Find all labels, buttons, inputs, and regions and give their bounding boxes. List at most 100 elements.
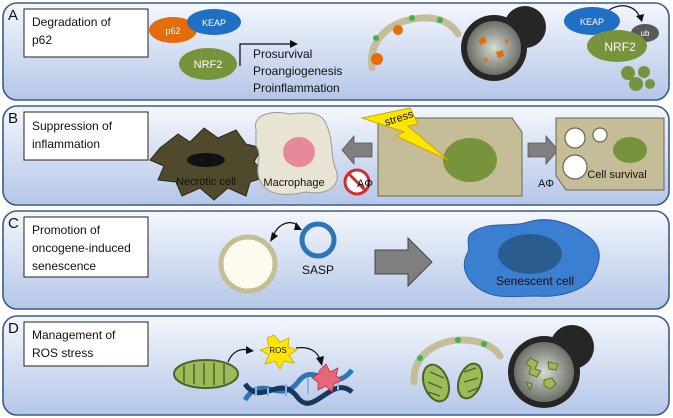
ros-label: ROS: [269, 346, 286, 355]
sasp-arrowhead-left: [270, 232, 278, 242]
autophagosome: [218, 234, 278, 294]
panel-b-title-line1: Suppression of: [32, 119, 113, 133]
sasp-vesicle: [299, 221, 337, 259]
panel-c-title-line2: oncogene-induced: [32, 241, 131, 255]
keap-label-right: KEAP: [580, 17, 604, 27]
lc3-dot: [481, 341, 487, 347]
panel-a-title-line2: p62: [32, 33, 52, 47]
stressed-cell-nucleus: [443, 138, 497, 182]
senescent-cell-nucleus: [498, 234, 562, 274]
mitochondrion: [173, 359, 239, 389]
engulfed-mitochondrion-cristae: [463, 367, 479, 393]
panel-b-title-line2: inflammation: [32, 137, 100, 151]
nrf2-degraded-fragment: [621, 66, 635, 80]
cell-survival-label: Cell survival: [587, 169, 646, 181]
ros-production-arrow: [227, 348, 249, 363]
lc3-dot: [373, 35, 379, 41]
aphi-label: AΦ: [538, 178, 554, 190]
dna-strand: [242, 382, 354, 406]
dna-damage-site: [311, 363, 343, 393]
dna-base-pairs: [255, 378, 339, 396]
nrf2-degraded-fragment: [629, 77, 643, 91]
panel-d: D Management of ROS stress ROS: [2, 315, 670, 416]
phagophore-membrane: [368, 14, 462, 72]
macrophage-label: Macrophage: [263, 177, 324, 189]
p62-label: p62: [165, 26, 180, 36]
engulfed-mitochondrion-cristae: [427, 371, 445, 397]
p62-cargo: [371, 53, 383, 65]
necrotic-cell-label: Necrotic cell: [176, 176, 236, 188]
nrf2-label-right: NRF2: [604, 40, 636, 54]
panel-d-background: [2, 315, 670, 416]
senescent-cell-label: Senescent cell: [496, 274, 574, 288]
panel-c-letter: C: [8, 215, 19, 232]
blocked-symbol-slash: [347, 172, 367, 192]
lc3-dot: [437, 17, 443, 23]
panel-a-title-line1: Degradation of: [32, 15, 111, 29]
ubiquitination-arrowhead: [636, 14, 644, 22]
mitochondrion-cristae: [183, 363, 225, 385]
ros-production-arrowhead: [246, 346, 254, 354]
autolysosome-lumen: [467, 21, 521, 75]
nrf2-label: NRF2: [194, 59, 223, 71]
autophagic-vacuole: [592, 127, 608, 143]
outcome-prosurvival: Prosurvival: [253, 47, 312, 61]
ubiquitination-arrow: [608, 5, 641, 19]
lc3-dot: [417, 355, 423, 361]
p62-cargo: [393, 25, 403, 35]
autophagic-vacuole: [562, 154, 588, 180]
panel-b: B Suppression of inflammation Necrotic c…: [2, 105, 670, 206]
degraded-mitochondrion-fragment: [525, 357, 542, 378]
degraded-mitochondrion-fragment: [543, 377, 557, 390]
panel-d-title-line1: Management of: [32, 328, 116, 342]
senescence-arrow: [374, 236, 433, 288]
panel-c-title-box: [23, 216, 149, 278]
phagophore-membrane-d: [410, 336, 504, 386]
nrf2-degraded-fragment: [645, 79, 655, 89]
keap-protein: [187, 9, 241, 35]
degraded-p62-fragment: [483, 58, 488, 64]
p62-protein: [149, 17, 197, 43]
nrf2-protein: [179, 48, 237, 80]
lc3-dot: [455, 337, 461, 343]
degraded-p62-fragment: [505, 38, 509, 44]
panel-c-title-line1: Promotion of: [32, 223, 101, 237]
sasp-arrowhead-right: [294, 222, 302, 230]
outcome-proangiogenesis: Proangiogenesis: [253, 64, 342, 78]
panel-b-title-box: [23, 111, 149, 161]
nrf2-outcome-arrow: [239, 43, 290, 66]
panel-c-title-line3: senescence: [32, 259, 96, 273]
panel-b-letter: B: [8, 110, 18, 127]
panel-a: A Degradation of p62 p62 KEAP NRF2 Prosu…: [2, 2, 670, 101]
ros-burst: [259, 334, 298, 370]
lc3-dot: [409, 15, 415, 21]
sasp-label: SASP: [302, 263, 334, 277]
nrf2-protein-right: [587, 30, 647, 62]
necrotic-nucleus: [187, 153, 225, 167]
autophagy-arrow: [527, 134, 559, 166]
degraded-p62-fragment: [478, 36, 487, 45]
surviving-cell-nucleus: [613, 137, 647, 163]
panel-a-title-box: [23, 8, 149, 58]
stress-bolt: [360, 107, 449, 161]
degraded-mitochondrion-fragment: [525, 381, 533, 392]
engulfed-mitochondrion: [456, 362, 484, 400]
aphi-blocked-label: AΦ: [357, 178, 373, 190]
keap-label: KEAP: [202, 18, 226, 28]
panel-d-title-box: [23, 321, 149, 367]
outcome-proinflammation: Proinflammation: [253, 81, 340, 95]
panel-a-letter: A: [8, 7, 18, 24]
nrf2-outcome-arrowhead: [290, 40, 298, 48]
ros-damage-arrowhead: [316, 356, 324, 366]
nrf2-degraded-fragment: [638, 66, 650, 78]
degraded-mitochondrion-fragment: [547, 361, 559, 371]
mitolysosome-lumen: [514, 342, 574, 402]
keap-protein-right: [564, 7, 620, 35]
panel-c: C Promotion of oncogene-induced senescen…: [2, 210, 670, 310]
panel-d-letter: D: [8, 320, 19, 337]
ub-label: ub: [641, 29, 650, 38]
degraded-p62-fragment: [496, 50, 504, 58]
panel-d-title-line2: ROS stress: [32, 346, 93, 360]
